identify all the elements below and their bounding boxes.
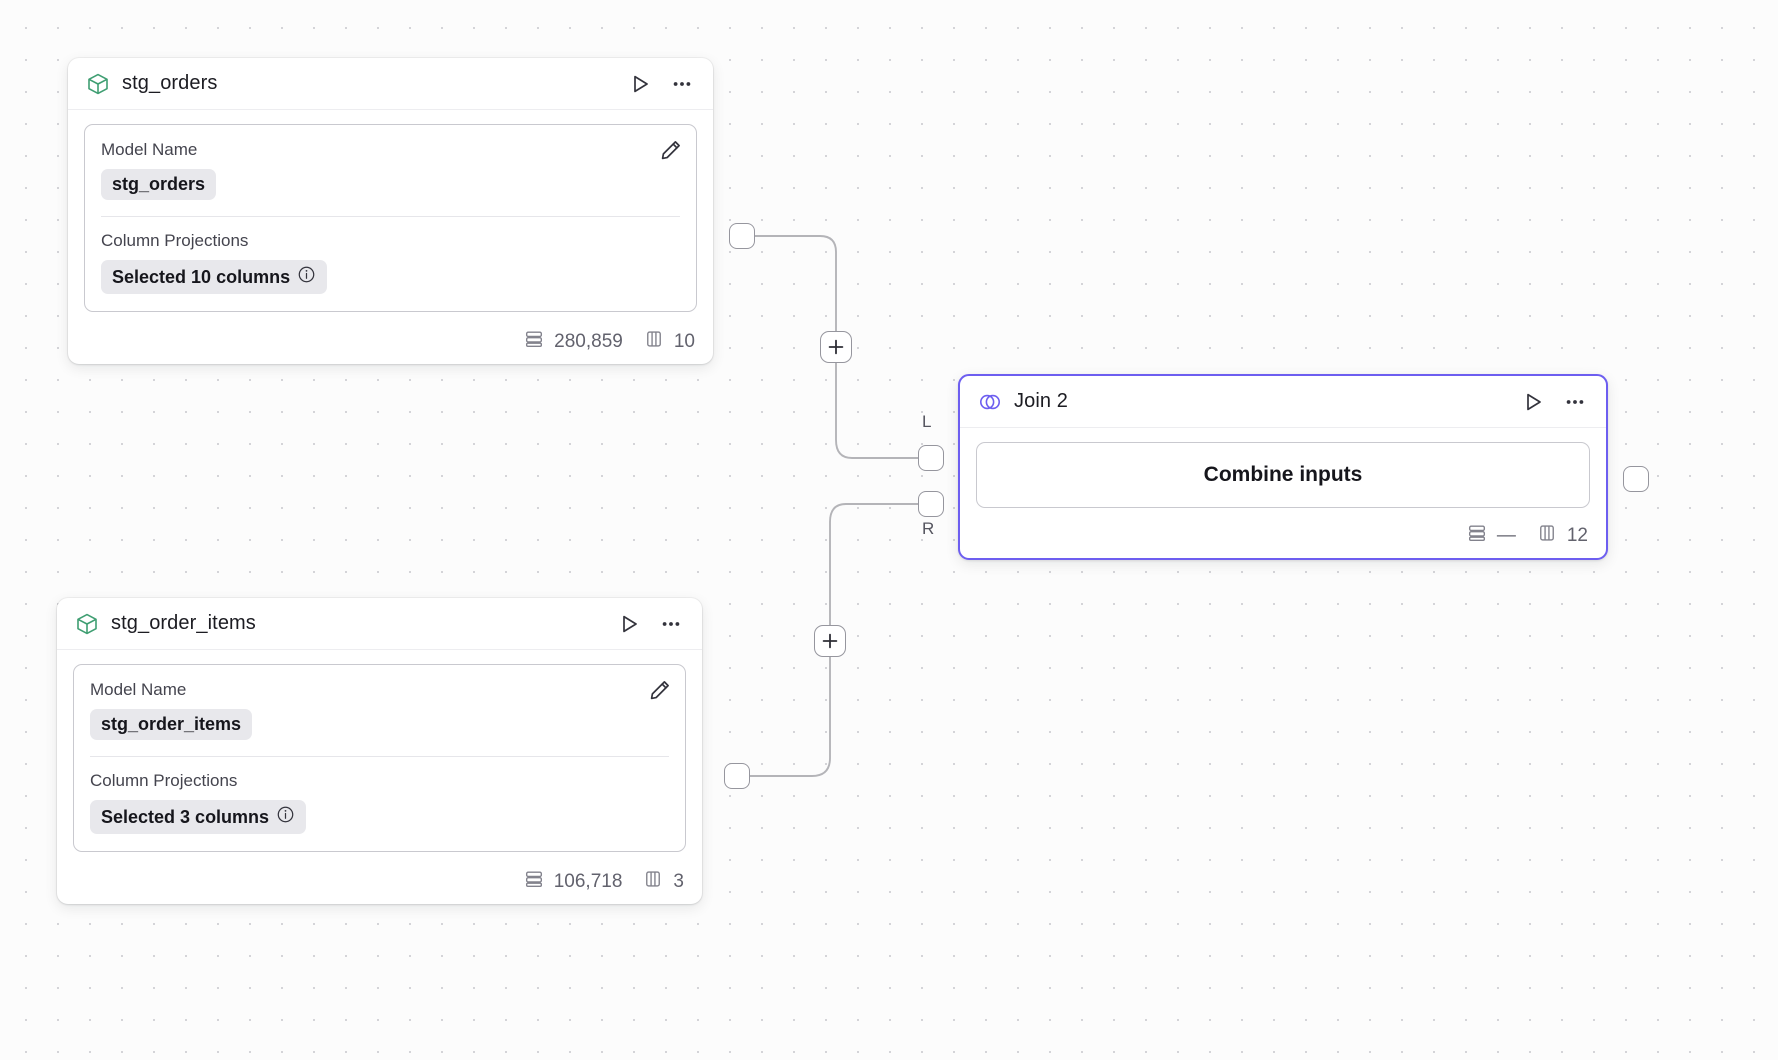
column-projections-label: Column Projections bbox=[90, 771, 238, 790]
columns-value: 3 bbox=[673, 871, 684, 892]
columns-icon bbox=[642, 868, 664, 896]
cube-icon bbox=[75, 612, 99, 636]
venn-icon bbox=[978, 390, 1002, 414]
output-port-join-2[interactable] bbox=[1623, 466, 1649, 492]
input-port-join-left[interactable] bbox=[918, 445, 944, 471]
divider bbox=[90, 756, 669, 757]
node-header: stg_order_items bbox=[57, 598, 702, 650]
node-join-2[interactable]: Join 2 Combine inputs bbox=[958, 374, 1608, 560]
run-icon[interactable] bbox=[1518, 387, 1548, 417]
edit-icon[interactable] bbox=[656, 135, 686, 165]
rows-value: — bbox=[1496, 525, 1516, 546]
node-body: Model Name stg_orders Column Projections… bbox=[68, 110, 713, 320]
model-name-label: Model Name bbox=[101, 140, 198, 159]
chip-text: Selected 10 columns bbox=[112, 266, 291, 287]
rows-icon bbox=[523, 868, 545, 896]
column-count-stat: 12 bbox=[1536, 522, 1588, 550]
columns-icon bbox=[1536, 522, 1558, 550]
output-port-stg-orders[interactable] bbox=[729, 223, 755, 249]
node-title: stg_order_items bbox=[111, 612, 256, 634]
input-port-join-right[interactable] bbox=[918, 491, 944, 517]
combine-inputs-button[interactable]: Combine inputs bbox=[976, 442, 1590, 508]
node-stg-order-items[interactable]: stg_order_items bbox=[57, 598, 702, 904]
output-port-stg-order-items[interactable] bbox=[724, 763, 750, 789]
divider bbox=[101, 216, 680, 217]
model-config-box: Model Name stg_order_items Column Projec… bbox=[73, 664, 686, 852]
row-count-stat: — bbox=[1466, 522, 1516, 550]
column-projections-label: Column Projections bbox=[101, 231, 249, 250]
row-count-stat: 106,718 bbox=[523, 868, 623, 896]
node-title: Join 2 bbox=[1014, 390, 1068, 412]
node-title: stg_orders bbox=[122, 72, 218, 94]
rows-value: 106,718 bbox=[553, 871, 623, 892]
add-node-on-edge-top[interactable] bbox=[820, 331, 852, 363]
model-name-value[interactable]: stg_order_items bbox=[90, 709, 253, 740]
node-footer: 280,859 10 bbox=[68, 320, 713, 364]
rows-value: 280,859 bbox=[554, 331, 623, 352]
input-port-right-label: R bbox=[922, 519, 935, 538]
run-icon[interactable] bbox=[625, 69, 655, 99]
rows-icon bbox=[1466, 522, 1488, 550]
rows-icon bbox=[523, 328, 545, 356]
more-options-icon[interactable] bbox=[1560, 387, 1590, 417]
cube-icon bbox=[86, 72, 110, 96]
row-count-stat: 280,859 bbox=[523, 328, 623, 356]
info-icon[interactable] bbox=[276, 805, 295, 829]
add-node-on-edge-bottom[interactable] bbox=[814, 625, 846, 657]
node-header: Join 2 bbox=[960, 376, 1606, 428]
run-icon[interactable] bbox=[614, 609, 644, 639]
more-options-icon[interactable] bbox=[667, 69, 697, 99]
column-count-stat: 3 bbox=[642, 868, 684, 896]
model-name-label: Model Name bbox=[90, 680, 187, 699]
model-config-box: Model Name stg_orders Column Projections… bbox=[84, 124, 697, 312]
column-projections-value[interactable]: Selected 3 columns bbox=[90, 800, 307, 834]
more-options-icon[interactable] bbox=[656, 609, 686, 639]
info-icon[interactable] bbox=[297, 265, 316, 289]
column-count-stat: 10 bbox=[643, 328, 695, 356]
column-projections-value[interactable]: Selected 10 columns bbox=[101, 260, 328, 294]
chip-text: Selected 3 columns bbox=[101, 806, 270, 827]
columns-icon bbox=[643, 328, 665, 356]
edit-icon[interactable] bbox=[645, 675, 675, 705]
node-footer: 106,718 3 bbox=[57, 860, 702, 904]
model-name-value[interactable]: stg_orders bbox=[101, 169, 217, 200]
input-port-left-label: L bbox=[922, 412, 932, 431]
node-footer: — 12 bbox=[960, 514, 1606, 558]
node-stg-orders[interactable]: stg_orders Mod bbox=[68, 58, 713, 364]
columns-value: 10 bbox=[673, 331, 695, 352]
node-body: Model Name stg_order_items Column Projec… bbox=[57, 650, 702, 860]
node-header: stg_orders bbox=[68, 58, 713, 110]
columns-value: 12 bbox=[1566, 525, 1588, 546]
